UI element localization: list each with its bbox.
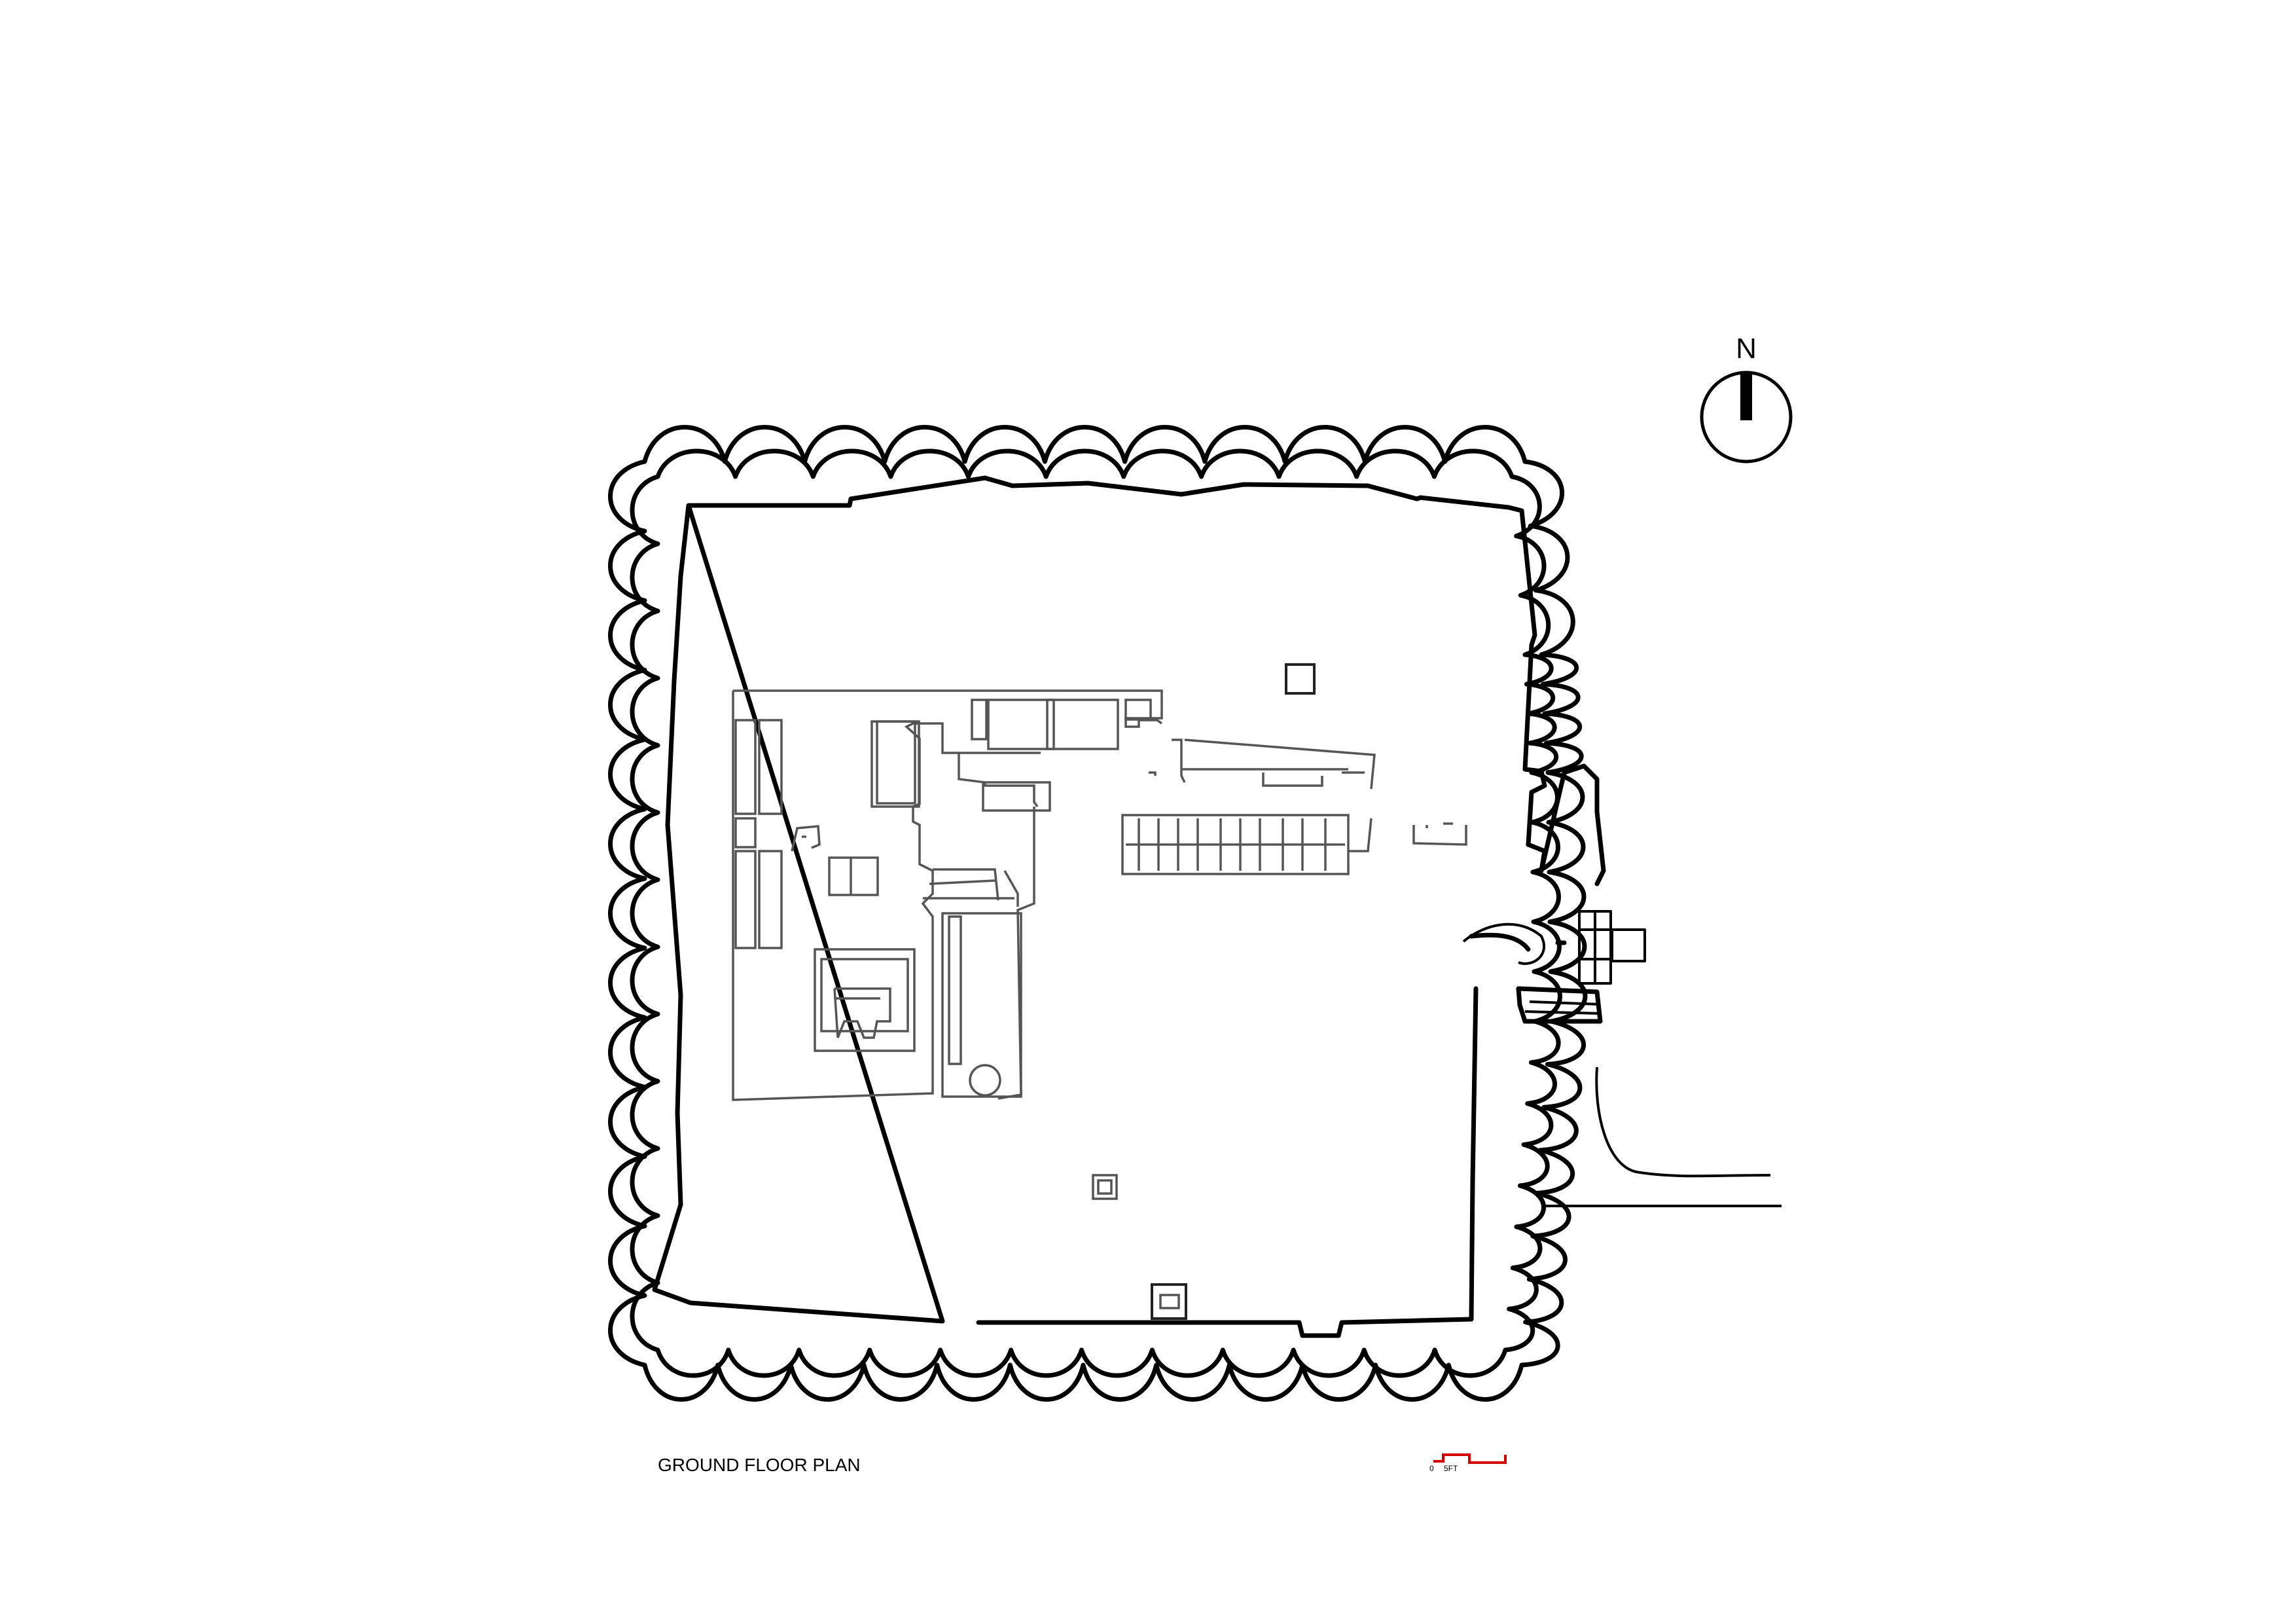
shop-row-east xyxy=(1121,739,1376,875)
plinth-south-inner xyxy=(1097,1179,1113,1195)
approach-road-edge-north xyxy=(1595,1067,1771,1178)
outer-fortification-wall-inner-line xyxy=(630,448,1562,1378)
gate-east-kiosk xyxy=(1412,822,1467,846)
east-entrance-gate xyxy=(1462,763,1646,1024)
gate-south-well-inner xyxy=(1159,1294,1180,1309)
gate-south-well xyxy=(1151,1283,1187,1320)
north-label: N xyxy=(1736,333,1757,365)
outer-fortification-wall xyxy=(608,425,1588,1402)
north-arrow: N xyxy=(1700,333,1793,464)
scale-label-start: 0 xyxy=(1429,1464,1434,1473)
shrine-north xyxy=(1285,663,1316,695)
scale-label-unit: 5FT xyxy=(1444,1464,1458,1473)
west-building-cluster xyxy=(732,689,1163,1101)
scale-bar: 0 5FT xyxy=(1429,1453,1507,1473)
inner-courtyard-wall xyxy=(652,475,1547,1338)
plinth-south xyxy=(1092,1174,1118,1200)
drawing-title: GROUND FLOOR PLAN xyxy=(658,1455,861,1475)
